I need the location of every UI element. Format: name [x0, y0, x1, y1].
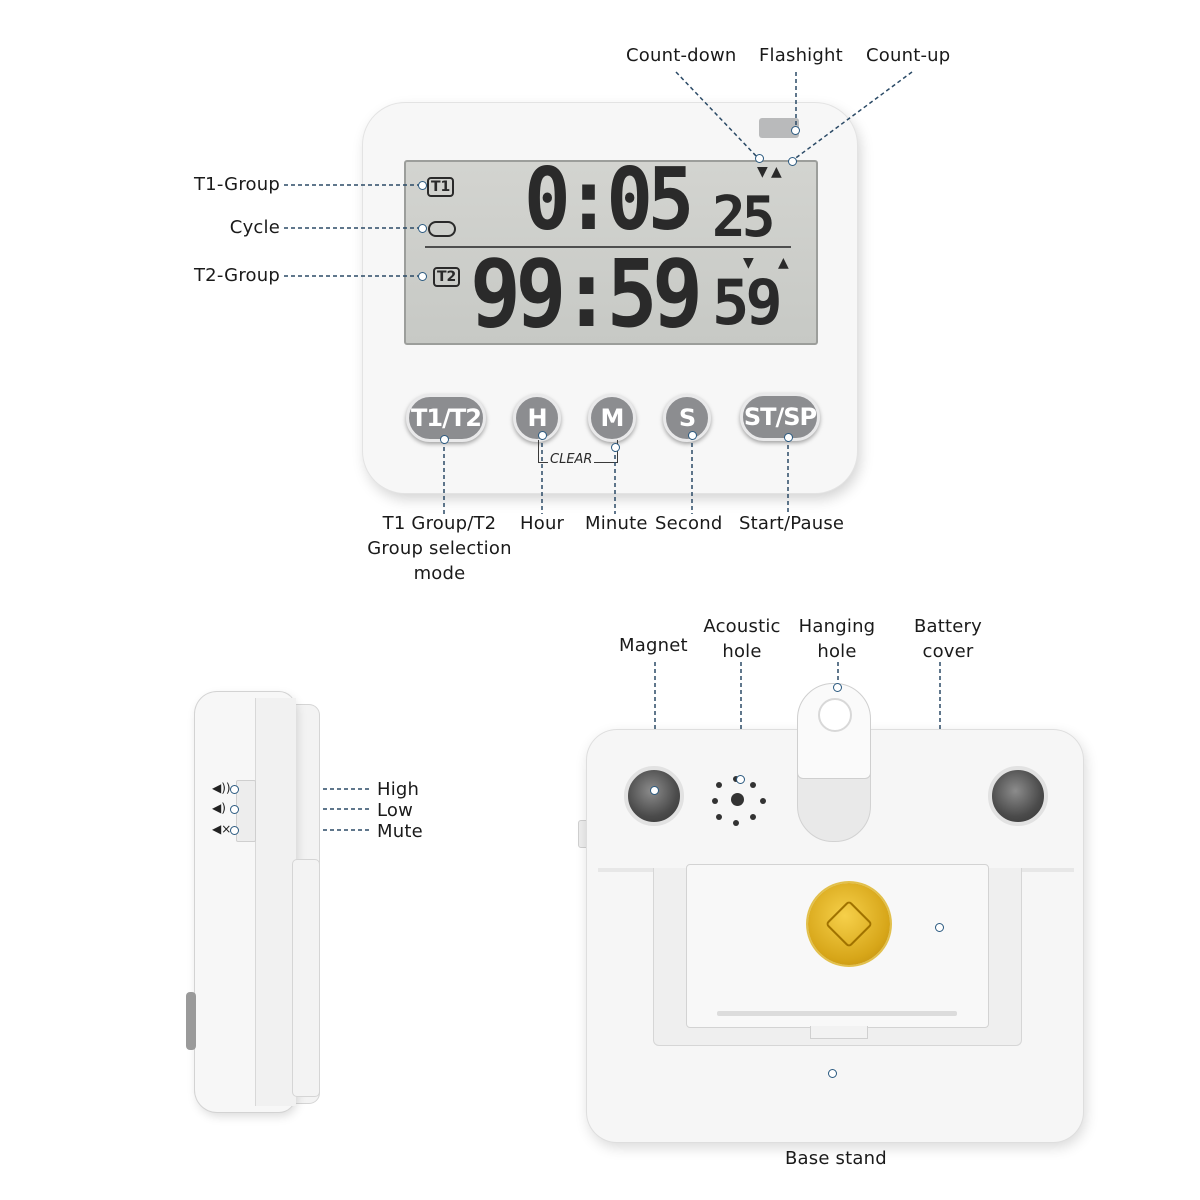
left-magnet [624, 766, 684, 826]
hanging-hole-label: Hanging hole [798, 616, 876, 662]
side-face-edge [255, 698, 296, 1106]
start-pause-dot [784, 433, 793, 442]
count-up-leader [792, 71, 913, 161]
acoustic-hole-dot [712, 798, 718, 804]
acoustic-hole-center [731, 793, 744, 806]
battery-cover-slot [717, 1011, 957, 1016]
flashlight-label: Flashight [759, 45, 843, 66]
magnet-dot [650, 786, 659, 795]
battery-cover-dot [935, 923, 944, 932]
flashlight-window [759, 118, 799, 138]
low-dot [230, 805, 239, 814]
magnet-label: Magnet [619, 635, 688, 656]
acoustic-hole-dot [760, 798, 766, 804]
t1-seconds-readout: 25 [712, 185, 775, 250]
base-stand-label: Base stand [785, 1148, 887, 1169]
acoustic-hole-dot [750, 782, 756, 788]
acoustic-hole-dot [750, 814, 756, 820]
acoustic-hole-dot [716, 782, 722, 788]
acoustic-hole-label: Acoustic hole [703, 616, 781, 662]
t2-indicator: T2 [433, 267, 461, 287]
count-up-icon: ▲ [771, 164, 782, 180]
lcd-divider [425, 246, 791, 248]
high-dot [230, 785, 239, 794]
t2-count-down-icon: ▼ [743, 255, 754, 271]
mute-label: Mute [377, 821, 423, 842]
hanging-hole [818, 698, 852, 732]
cycle-label: Cycle [229, 217, 280, 238]
count-down-dot [755, 154, 764, 163]
t2-count-up-icon: ▲ [778, 255, 789, 271]
second-label: Second [655, 513, 723, 534]
clear-label: CLEAR [548, 452, 595, 468]
stand-tab [810, 1026, 868, 1039]
right-magnet [988, 766, 1048, 826]
t2-seconds-readout: 59 [712, 266, 783, 339]
acoustic-hole-dot [733, 820, 739, 826]
high-label: High [377, 779, 420, 800]
seal-emblem [824, 899, 874, 949]
group-selection-label: T1 Group/T2 Group selection mode [367, 513, 512, 584]
start-pause-label: Start/Pause [739, 513, 845, 534]
acoustic-hole-callout-dot [736, 775, 745, 784]
start-pause-button[interactable]: ST/SP [740, 393, 820, 441]
t2-group-label: T2-Group [193, 265, 280, 286]
count-up-label: Count-up [866, 45, 951, 66]
speaker-low-icon: ◀) [212, 801, 226, 815]
side-knob [186, 992, 196, 1050]
volume-switch[interactable] [236, 780, 256, 842]
t1-group-label: T1-Group [193, 174, 280, 195]
gold-seal-sticker [808, 883, 890, 965]
t2-group-dot [418, 272, 427, 281]
battery-cover-label: Battery cover [913, 616, 983, 662]
acoustic-hole-dot [716, 814, 722, 820]
t1-time-readout: 0:05 [524, 150, 694, 250]
hanging-hole-dot [833, 683, 842, 692]
low-label: Low [377, 800, 414, 821]
hour-label: Hour [520, 513, 565, 534]
cycle-icon [428, 221, 456, 237]
t1-group-dot [418, 181, 427, 190]
group-selection-dot [440, 435, 449, 444]
minute-button[interactable]: M [588, 394, 636, 442]
second-dot [688, 431, 697, 440]
hour-dot [538, 431, 547, 440]
lcd-display [404, 160, 818, 345]
t2-time-readout: 99:59 [470, 240, 703, 349]
t1-indicator: T1 [427, 177, 455, 197]
second-button[interactable]: S [663, 394, 711, 442]
count-up-dot [788, 157, 797, 166]
mute-dot [230, 826, 239, 835]
count-down-icon: ▼ [757, 164, 768, 180]
hour-button[interactable]: H [513, 394, 561, 442]
side-base-stand [293, 860, 319, 1096]
base-stand-dot [828, 1069, 837, 1078]
t1t2-button[interactable]: T1/T2 [406, 394, 486, 442]
speaker-high-icon: ◀)) [212, 781, 231, 795]
count-down-label: Count-down [626, 45, 737, 66]
flashlight-dot [791, 126, 800, 135]
count-down-leader [675, 71, 759, 159]
cycle-dot [418, 224, 427, 233]
minute-dot [611, 443, 620, 452]
minute-label: Minute [585, 513, 648, 534]
speaker-mute-icon: ◀× [212, 822, 232, 836]
